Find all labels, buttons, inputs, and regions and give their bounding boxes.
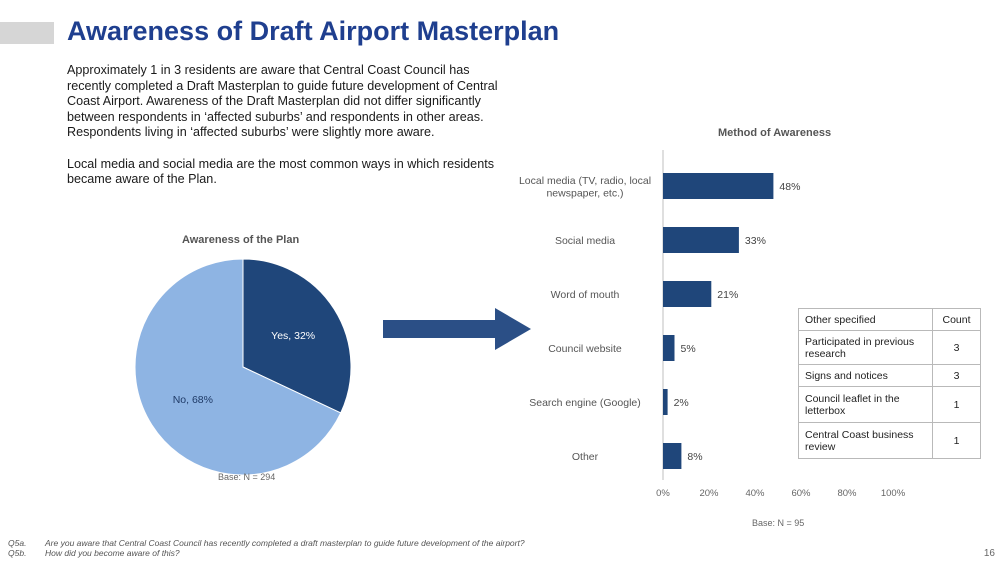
bar-value-label: 2% (674, 397, 689, 409)
table-cell-item: Signs and notices (798, 364, 933, 387)
x-tick-label: 20% (699, 488, 719, 499)
x-tick-label: 60% (791, 488, 811, 499)
bar (663, 389, 668, 415)
table-cell-count: 3 (932, 364, 981, 387)
pie-slice-label: No, 68% (173, 394, 213, 406)
other-specified-table: Other specified Count Participated in pr… (798, 308, 981, 459)
table-row: Participated in previous research 3 (798, 330, 981, 365)
table-cell-item: Participated in previous research (798, 330, 933, 365)
table-cell-count: 1 (932, 422, 981, 459)
bar-value-label: 21% (717, 289, 738, 301)
intro-text: Approximately 1 in 3 residents are aware… (67, 63, 507, 203)
question-code: Q5a. (8, 538, 27, 548)
category-label: Social media (555, 235, 615, 247)
table-header-item: Other specified (798, 308, 933, 331)
pie-slice-label: Yes, 32% (271, 330, 315, 342)
table-row: Council leaflet in the letterbox 1 (798, 386, 981, 423)
right-arrow-icon (383, 308, 531, 350)
table-header-count: Count (932, 308, 981, 331)
x-tick-label: 80% (837, 488, 857, 499)
footer-questions: Q5a. Are you aware that Central Coast Co… (8, 538, 525, 558)
page-title: Awareness of Draft Airport Masterplan (67, 16, 560, 46)
question-text: How did you become aware of this? (45, 548, 180, 558)
bar-value-label: 33% (745, 235, 766, 247)
intro-paragraph-1: Approximately 1 in 3 residents are aware… (67, 63, 498, 140)
bar (663, 443, 682, 469)
category-label: Word of mouth (551, 289, 620, 301)
pie-slice-no (134, 258, 342, 476)
bar-base-note: Base: N = 95 (752, 518, 805, 528)
x-tick-label: 40% (745, 488, 765, 499)
bar-value-label: 5% (681, 343, 696, 355)
pie-base-note: Base: N = 294 (218, 472, 276, 482)
question-code: Q5b. (8, 548, 27, 558)
pie-chart: Yes, 32% No, 68% (134, 258, 352, 476)
bar (663, 227, 739, 253)
table-row: Signs and notices 3 (798, 364, 981, 387)
table-cell-count: 1 (932, 386, 981, 423)
x-tick-label: 100% (881, 488, 906, 499)
footer-question: Q5a. Are you aware that Central Coast Co… (8, 538, 525, 548)
bar (663, 335, 675, 361)
table-cell-count: 3 (932, 330, 981, 365)
table-row: Central Coast business review 1 (798, 422, 981, 459)
question-text: Are you aware that Central Coast Council… (45, 538, 525, 548)
x-tick-label: 0% (656, 488, 670, 499)
table-cell-item: Council leaflet in the letterbox (798, 386, 933, 423)
pie-chart-title: Awareness of the Plan (182, 234, 300, 246)
category-label: Council website (548, 343, 622, 355)
bar-value-label: 48% (779, 181, 800, 193)
page-number: 16 (983, 548, 995, 559)
table-header-row: Other specified Count (798, 308, 981, 331)
pie-slice-yes (242, 258, 352, 414)
bar (663, 173, 774, 199)
bar-value-label: 8% (687, 451, 702, 463)
category-label: Search engine (Google) (529, 397, 641, 409)
footer-question: Q5b. How did you become aware of this? (8, 548, 525, 558)
intro-paragraph-2: Local media and social media are the mos… (67, 156, 494, 187)
table-cell-item: Central Coast business review (798, 422, 933, 459)
bar (663, 281, 712, 307)
corner-decoration (0, 22, 54, 44)
category-label: Other (572, 451, 599, 463)
bar-chart-title: Method of Awareness (718, 127, 832, 139)
